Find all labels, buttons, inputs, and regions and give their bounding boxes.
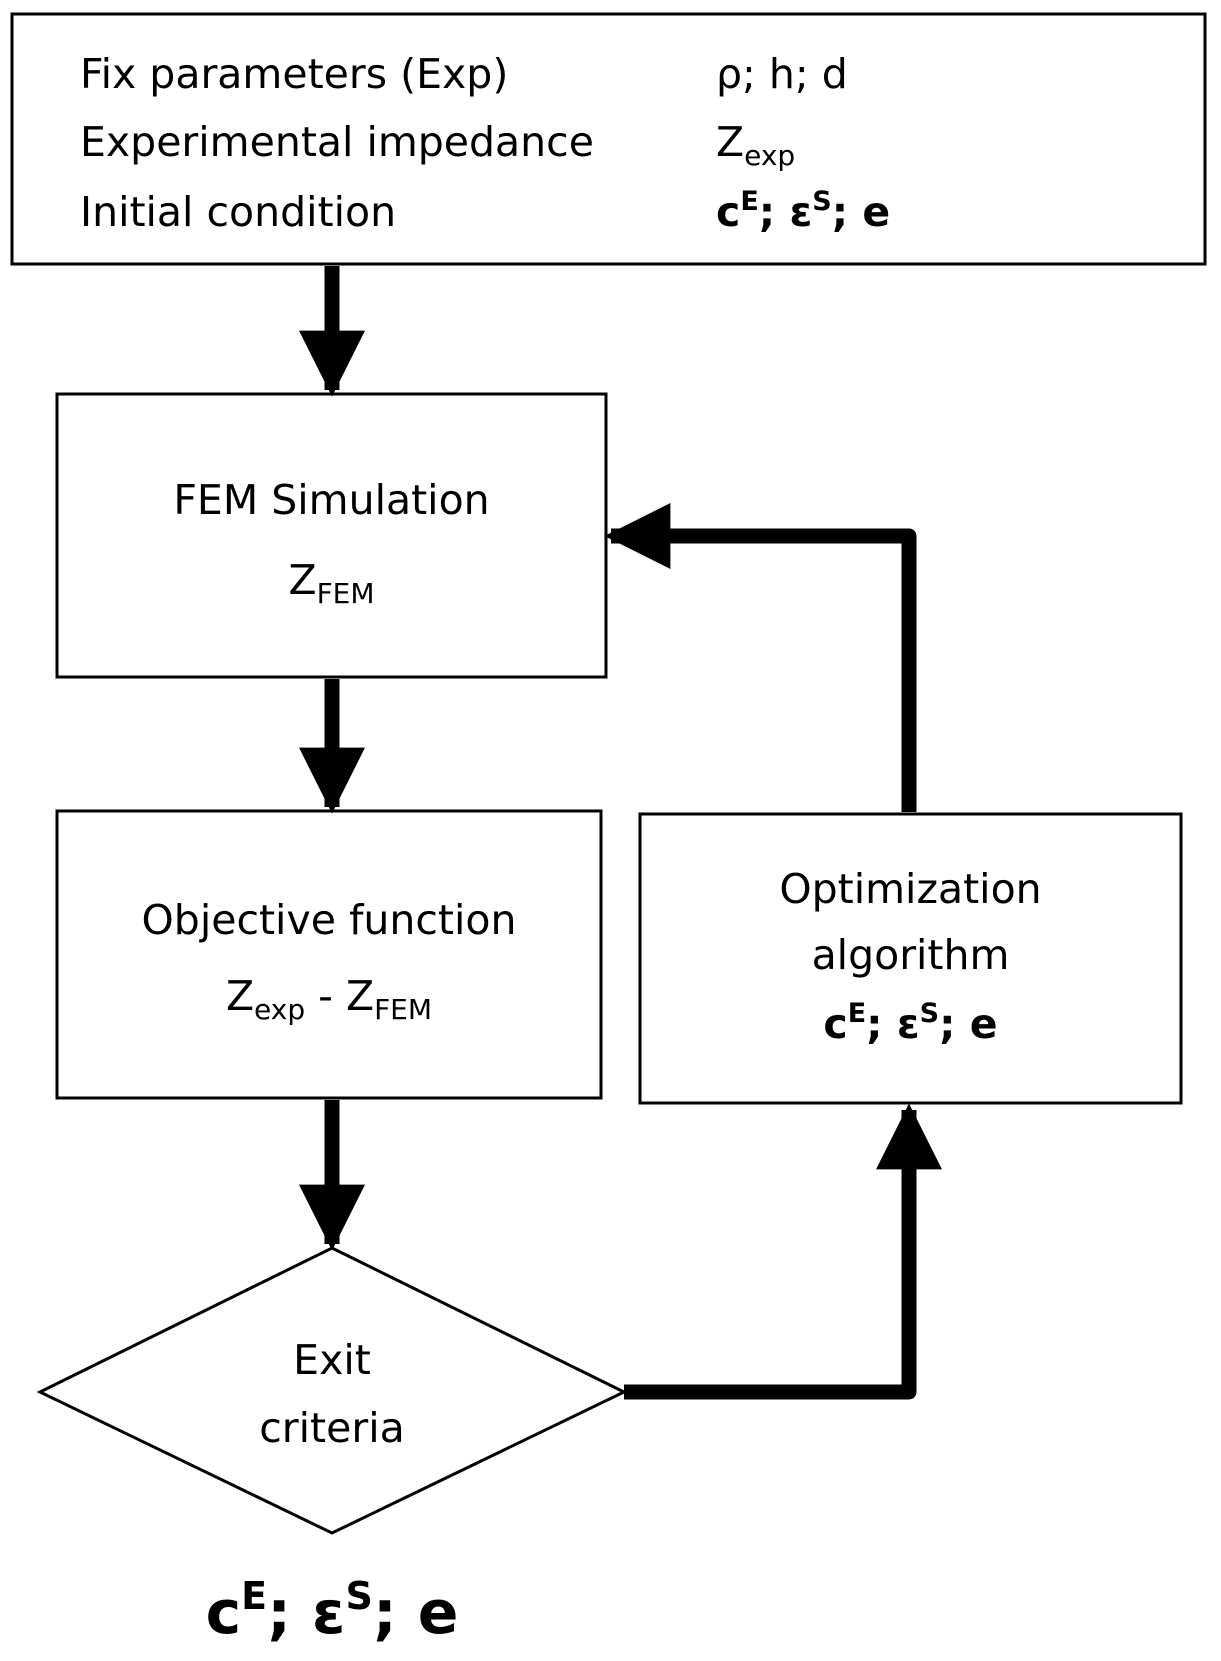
fix-parameters-label: Fix parameters (Exp) bbox=[80, 50, 509, 98]
exit-criteria-line1: Exit bbox=[293, 1336, 371, 1384]
objective-function-box bbox=[55, 809, 603, 1100]
final-output-parameters: cE; εS; e bbox=[205, 1574, 459, 1648]
fem-simulation-title: FEM Simulation bbox=[173, 476, 490, 524]
optimization-title-line1: Optimization bbox=[779, 865, 1042, 913]
fem-simulation-box bbox=[55, 392, 608, 679]
optimization-parameters: cE; εS; e bbox=[823, 998, 998, 1048]
exit-criteria-line2: criteria bbox=[259, 1404, 405, 1452]
arrow-optimization-to-fem bbox=[604, 502, 917, 812]
arrow-exit-to-optimization bbox=[624, 1103, 943, 1400]
fix-parameters-value: ρ; h; d bbox=[716, 50, 848, 98]
objective-function-title: Objective function bbox=[141, 896, 517, 944]
fem-impedance: ZFEM bbox=[288, 556, 375, 610]
optimization-title-line2: algorithm bbox=[811, 931, 1010, 979]
experimental-impedance-value: Zexp bbox=[716, 118, 796, 172]
objective-function-expression: Zexp - ZFEM bbox=[225, 972, 433, 1026]
initial-condition-label: Initial condition bbox=[80, 188, 397, 236]
input-box bbox=[10, 12, 1207, 266]
initial-condition-value: cE; εS; e bbox=[716, 186, 891, 236]
exit-criteria-diamond bbox=[36, 1246, 628, 1535]
experimental-impedance-label: Experimental impedance bbox=[80, 118, 594, 166]
optimization-algorithm-box bbox=[638, 812, 1183, 1105]
